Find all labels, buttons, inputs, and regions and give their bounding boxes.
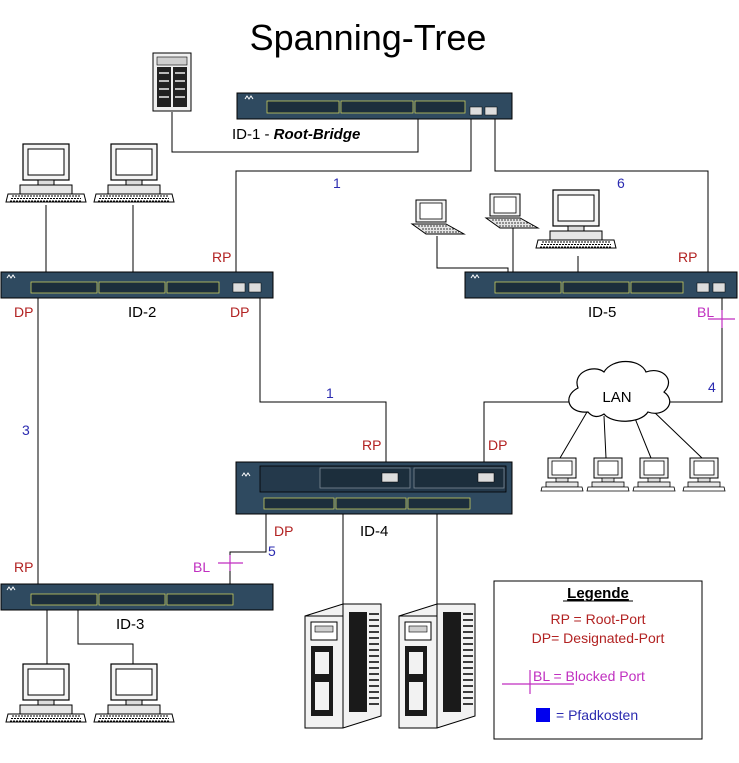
link-id5-lan	[664, 296, 723, 403]
link-id3-pc-e	[77, 606, 134, 664]
link-id2-id4	[259, 296, 387, 472]
path-cost-id2-id3: 3	[22, 422, 30, 438]
switch-icon	[0, 271, 274, 299]
laptop-icon	[485, 193, 539, 229]
lan-label: LAN	[602, 389, 631, 406]
desktop-pc-icon	[93, 143, 175, 203]
switch-id2-label: ID-2	[128, 304, 156, 321]
diagram-title: Spanning-Tree	[250, 17, 487, 58]
desktop-pc-icon	[93, 663, 175, 723]
desktop-pc-icon	[535, 189, 617, 249]
legend-blocked-marker	[502, 670, 574, 694]
link-server-id1	[171, 112, 419, 153]
id3-root-port-label: RP	[14, 559, 33, 575]
desktop-pc-icon	[5, 143, 87, 203]
switch-icon	[0, 583, 274, 611]
path-cost-id1-id2: 1	[333, 175, 341, 191]
link-id1-id2	[235, 118, 472, 280]
blocked-marker-id5	[708, 310, 735, 328]
switch-icon	[236, 92, 513, 120]
path-cost-id5-lan: 4	[708, 379, 716, 395]
laptop-icon	[411, 199, 465, 235]
desktop-pc-icon	[5, 663, 87, 723]
switch-id1-prefix: ID-1 -	[232, 126, 274, 143]
id4-designated-port-bottom-label: DP	[274, 523, 293, 539]
link-id1-id5	[494, 118, 709, 280]
id5-blocked-port-label: BL	[697, 304, 714, 320]
id2-designated-port-left-label: DP	[14, 304, 33, 320]
tower-server-icon	[304, 603, 382, 729]
path-cost-id3-id4: 5	[268, 543, 276, 559]
legend: Legende RP = Root-Port DP= Designated-Po…	[493, 580, 703, 740]
tower-server-icon	[398, 603, 476, 729]
path-cost-id1-id5: 6	[617, 175, 625, 191]
legend-root-port: RP = Root-Port	[550, 611, 645, 627]
legend-title: Legende	[567, 585, 629, 602]
link-id3-id4	[229, 512, 267, 590]
legend-blocked-port: BL = Blocked Port	[533, 668, 645, 684]
id4-designated-port-top-label: DP	[488, 437, 507, 453]
id5-root-port-label: RP	[678, 249, 697, 265]
id2-designated-port-right-label: DP	[230, 304, 249, 320]
blocked-port-markers	[218, 310, 735, 571]
path-cost-id2-id4: 1	[326, 385, 334, 401]
server-icon	[152, 52, 192, 112]
switch-icon	[464, 271, 738, 299]
cloud-icon: LAN	[568, 360, 671, 422]
switch-icon	[235, 461, 513, 515]
link-lan-ws	[559, 409, 703, 459]
switch-id5-label: ID-5	[588, 304, 616, 321]
link-lan-id4	[483, 401, 580, 472]
root-bridge-label: Root-Bridge	[274, 126, 361, 143]
id3-blocked-port-label: BL	[193, 559, 210, 575]
id2-root-port-label: RP	[212, 249, 231, 265]
legend-path-cost: = Pfadkosten	[556, 707, 638, 723]
desktop-pc-icon	[540, 457, 584, 492]
switch-id3-label: ID-3	[116, 616, 144, 633]
desktop-pc-icon	[586, 457, 630, 492]
switch-id4-label: ID-4	[360, 523, 388, 540]
links	[37, 112, 723, 664]
legend-designated-port: DP= Designated-Port	[532, 630, 665, 646]
desktop-pc-icon	[632, 457, 676, 492]
desktop-pc-icon	[682, 457, 726, 492]
switch-id1-label: ID-1 - Root-Bridge	[232, 126, 360, 143]
legend-cost-square	[536, 708, 550, 722]
id4-root-port-label: RP	[362, 437, 381, 453]
blocked-marker-id3	[218, 555, 243, 571]
